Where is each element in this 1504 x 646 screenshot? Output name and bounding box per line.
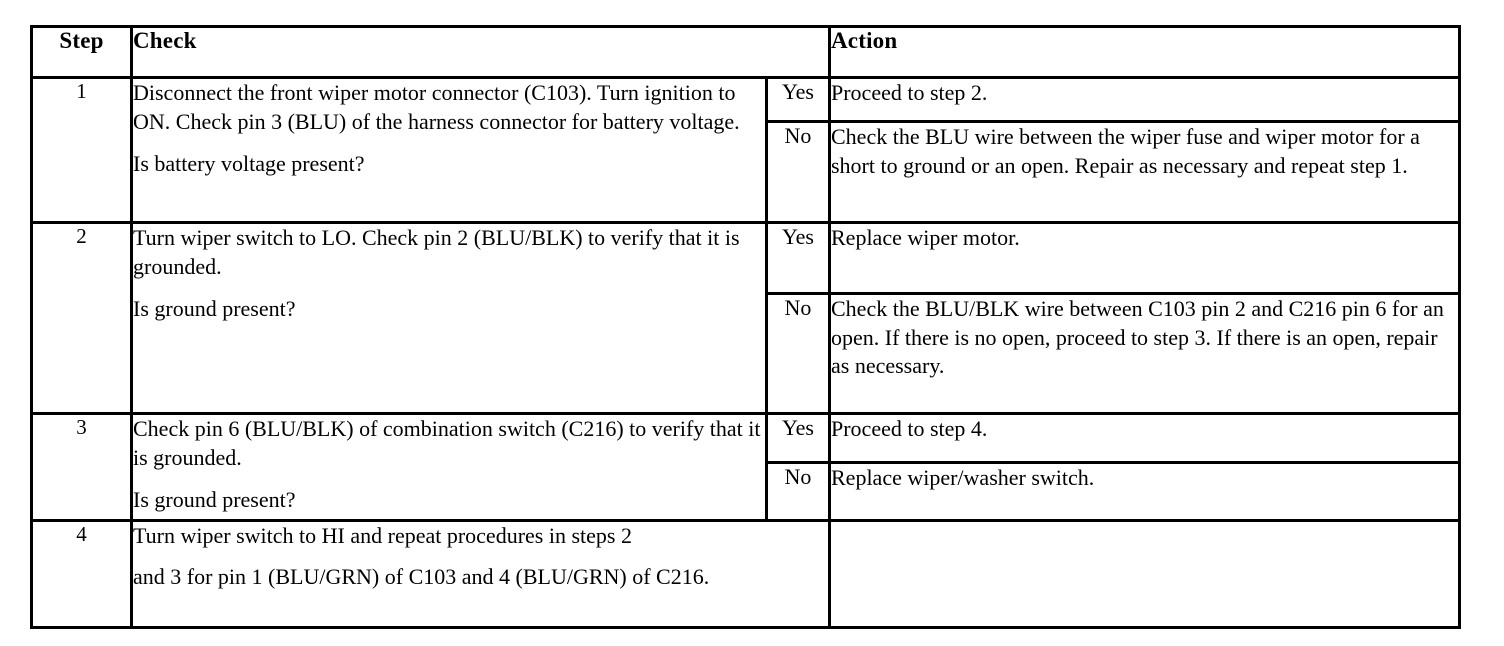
check-cell-1: Disconnect the front wiper motor connect… bbox=[130, 76, 768, 224]
check-cell-4: Turn wiper switch to HI and repeat proce… bbox=[130, 519, 831, 629]
column-header-action: Action bbox=[828, 25, 1461, 79]
action-text: Proceed to step 2. bbox=[831, 80, 988, 105]
check-cell-3: Check pin 6 (BLU/BLK) of combination swi… bbox=[130, 412, 768, 522]
check-text: Check pin 6 (BLU/BLK) of combination swi… bbox=[133, 416, 761, 470]
step-number-2: 2 bbox=[30, 221, 133, 415]
check-cell-2: Turn wiper switch to LO. Check pin 2 (BL… bbox=[130, 221, 768, 415]
check-question: Is ground present? bbox=[133, 487, 296, 513]
answer-label-yes-1: Yes bbox=[765, 76, 831, 123]
action-cell-1-yes: Proceed to step 2. bbox=[828, 76, 1461, 123]
action-cell-2-yes: Replace wiper motor. bbox=[828, 221, 1461, 295]
column-header-check: Check bbox=[130, 25, 831, 79]
action-cell-2-no: Check the BLU/BLK wire between C103 pin … bbox=[828, 292, 1461, 415]
answer-label-yes-2: Yes bbox=[765, 221, 831, 295]
action-text: Proceed to step 4. bbox=[831, 416, 988, 441]
action-text: Replace wiper/washer switch. bbox=[831, 465, 1095, 490]
check-text: Turn wiper switch to LO. Check pin 2 (BL… bbox=[133, 225, 740, 279]
table-body: 1 Disconnect the front wiper motor conne… bbox=[30, 76, 1461, 629]
table-row: No Check the BLU/BLK wire between C103 p… bbox=[32, 292, 1461, 415]
action-text: Check the BLU/BLK wire between C103 pin … bbox=[831, 296, 1444, 379]
action-cell-3-yes: Proceed to step 4. bbox=[828, 412, 1461, 464]
table-header-row: Step Check Action bbox=[30, 25, 1461, 79]
check-text: Turn wiper switch to HI and repeat proce… bbox=[133, 523, 632, 548]
table-row: 4 Turn wiper switch to HI and repeat pro… bbox=[30, 519, 1461, 629]
action-cell-3-no: Replace wiper/washer switch. bbox=[828, 461, 1461, 522]
check-question: Is ground present? bbox=[133, 296, 296, 322]
step-number-4: 4 bbox=[30, 519, 133, 629]
troubleshooting-table: Step Check Action 1 Disconnect the front… bbox=[30, 25, 1461, 629]
table-header: Step Check Action bbox=[30, 25, 1461, 79]
check-text-continued: and 3 for pin 1 (BLU/GRN) of C103 and 4 … bbox=[133, 563, 710, 589]
answer-label-no-1: No bbox=[765, 120, 831, 224]
table-row: 2 Turn wiper switch to LO. Check pin 2 (… bbox=[30, 221, 1461, 415]
table-row: No Check the BLU wire between the wiper … bbox=[32, 120, 1461, 224]
table-row: 1 Disconnect the front wiper motor conne… bbox=[30, 76, 1461, 224]
table-row: No Replace wiper/washer switch. bbox=[32, 461, 1461, 522]
answer-label-yes-3: Yes bbox=[765, 412, 831, 464]
check-text: Disconnect the front wiper motor connect… bbox=[133, 80, 740, 134]
action-cell-4-empty bbox=[828, 519, 1461, 629]
check-question: Is battery voltage present? bbox=[133, 151, 365, 177]
answer-label-no-2: No bbox=[765, 292, 831, 415]
action-text: Replace wiper motor. bbox=[831, 225, 1020, 250]
table-row: 3 Check pin 6 (BLU/BLK) of combination s… bbox=[30, 412, 1461, 522]
step-number-1: 1 bbox=[30, 76, 133, 224]
step-number-3: 3 bbox=[30, 412, 133, 522]
column-header-step: Step bbox=[30, 25, 133, 79]
answer-label-no-3: No bbox=[765, 461, 831, 522]
action-text: Check the BLU wire between the wiper fus… bbox=[831, 124, 1420, 178]
action-cell-1-no: Check the BLU wire between the wiper fus… bbox=[828, 120, 1461, 224]
